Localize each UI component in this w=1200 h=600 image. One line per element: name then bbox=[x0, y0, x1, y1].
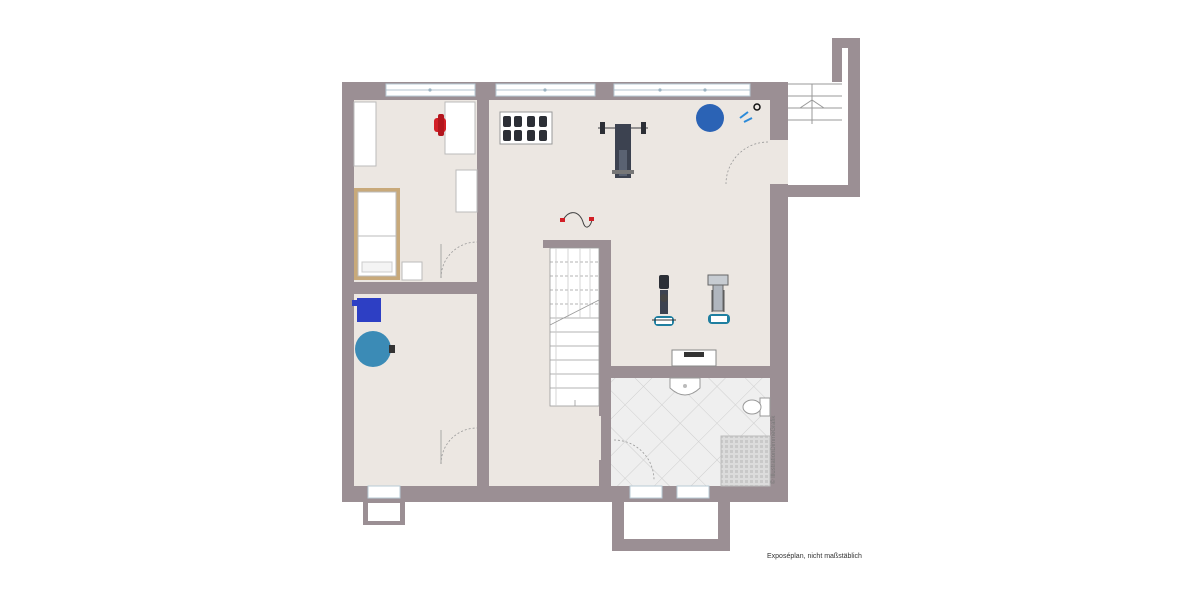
bed-icon bbox=[354, 188, 400, 280]
bathroom bbox=[611, 377, 771, 487]
door-swing-icon bbox=[725, 141, 769, 185]
weight-bench-icon bbox=[598, 122, 648, 178]
resistance-band-icon bbox=[739, 111, 753, 123]
treadmill-base-icon bbox=[671, 349, 717, 367]
window-icon bbox=[629, 485, 663, 499]
storage-box-icon bbox=[357, 298, 381, 322]
rowing-machine-icon bbox=[707, 274, 730, 324]
gym-floor-lower bbox=[611, 240, 770, 366]
toilet-icon bbox=[742, 397, 771, 417]
shelf-icon bbox=[455, 169, 478, 213]
gym-equipment bbox=[499, 103, 761, 367]
dumbbell-rack-icon bbox=[499, 111, 553, 145]
door-swing-icon bbox=[440, 427, 478, 465]
office-chair-icon bbox=[434, 114, 446, 136]
staircase-icon bbox=[549, 247, 600, 407]
hobby-room-furniture bbox=[352, 298, 395, 367]
nightstand-icon bbox=[401, 261, 423, 281]
window-icon bbox=[367, 485, 401, 499]
window-icon bbox=[676, 485, 710, 499]
entrance-steps bbox=[774, 38, 860, 197]
desk-icon bbox=[444, 101, 476, 155]
inner-walls bbox=[342, 82, 788, 502]
exercise-bike-icon bbox=[652, 275, 676, 326]
exercise-ball-icon bbox=[355, 331, 391, 367]
bedroom-furniture bbox=[353, 101, 478, 281]
plan-caption: Exposéplan, nicht maßstäblich bbox=[767, 553, 862, 560]
jump-rope-icon bbox=[560, 212, 594, 228]
shower-icon bbox=[720, 435, 771, 487]
desk-icon bbox=[353, 101, 377, 167]
exercise-ball-icon bbox=[696, 104, 724, 132]
entrance-steps-icon bbox=[786, 83, 842, 124]
door-swing-icon bbox=[440, 241, 478, 279]
illustration-credit: © IllustrationDimmeGrafik bbox=[771, 415, 777, 484]
hobby-room-floor bbox=[354, 294, 477, 486]
sink-icon bbox=[669, 377, 701, 396]
